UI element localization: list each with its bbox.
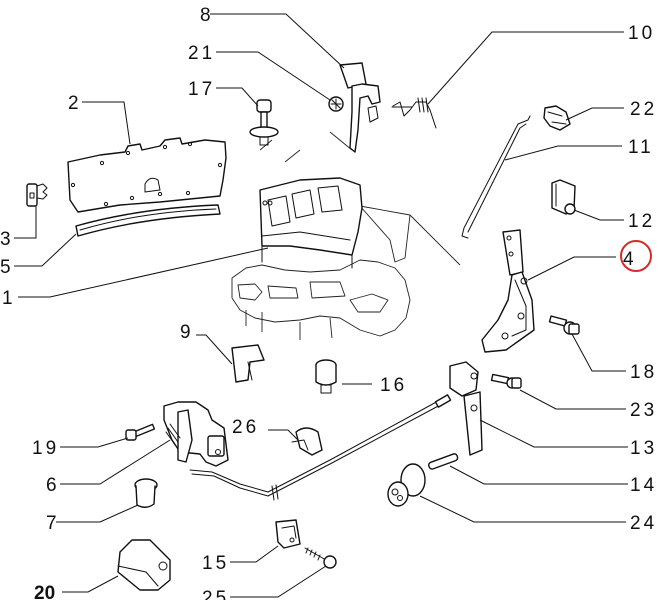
part-push-clip[interactable] <box>26 183 48 207</box>
part-hinge-bolt[interactable] <box>548 315 580 335</box>
part-release-knob[interactable] <box>387 463 426 507</box>
part-retaining-washer[interactable] <box>328 96 344 112</box>
leader-19 <box>60 437 129 448</box>
callout-10[interactable]: 10 <box>628 23 655 44</box>
part-pin[interactable] <box>428 453 459 470</box>
highlight-ring <box>620 240 652 272</box>
leader-12 <box>573 209 624 221</box>
part-striker-pin[interactable] <box>249 99 279 146</box>
leader-5 <box>14 233 77 267</box>
part-rubber-buffer[interactable] <box>315 359 337 394</box>
leader-24 <box>419 495 626 523</box>
part-bracket-bolt[interactable] <box>490 373 522 389</box>
leader-10 <box>427 31 624 105</box>
callout-20[interactable]: 20 <box>34 583 55 600</box>
part-lock-bolt[interactable] <box>125 423 156 441</box>
leader-25 <box>230 565 327 598</box>
callout-24[interactable]: 24 <box>630 513 657 534</box>
callout-22[interactable]: 22 <box>630 99 657 120</box>
leader-9 <box>196 334 233 365</box>
callout-21[interactable]: 21 <box>188 43 215 64</box>
callout-18[interactable]: 18 <box>630 362 657 383</box>
leader-20 <box>62 575 119 593</box>
callout-15[interactable]: 15 <box>202 553 229 574</box>
leader-lines <box>14 13 628 598</box>
part-bracket[interactable] <box>231 344 265 383</box>
callout-labels: 1 2 3 4 5 6 7 8 9 10 11 12 13 14 15 16 1… <box>0 5 657 600</box>
leader-18 <box>571 333 626 372</box>
callout-26[interactable]: 26 <box>232 417 259 438</box>
leader-11 <box>504 145 622 161</box>
callout-13[interactable]: 13 <box>630 438 657 459</box>
callout-19[interactable]: 19 <box>32 438 59 459</box>
callout-3[interactable]: 3 <box>0 229 14 250</box>
leader-21 <box>216 51 331 101</box>
leader-7 <box>56 504 139 523</box>
callout-9[interactable]: 9 <box>180 322 194 343</box>
part-catch-spring[interactable] <box>391 97 437 129</box>
callout-2[interactable]: 2 <box>68 93 82 114</box>
callout-16[interactable]: 16 <box>380 375 407 396</box>
callout-17[interactable]: 17 <box>188 79 215 100</box>
callout-5[interactable]: 5 <box>0 257 14 278</box>
leader-1 <box>18 247 269 298</box>
callout-11[interactable]: 11 <box>628 137 654 158</box>
release-cable <box>189 399 443 501</box>
callout-25[interactable]: 25 <box>202 588 229 600</box>
part-release-lever-bracket[interactable] <box>434 361 483 456</box>
callout-12[interactable]: 12 <box>628 211 655 232</box>
part-cable-guide-clip[interactable] <box>291 427 323 456</box>
leader-4 <box>527 256 616 281</box>
part-bonnet-stay-rod[interactable] <box>461 115 531 239</box>
part-cable-clip[interactable] <box>275 519 301 549</box>
callout-7[interactable]: 7 <box>46 513 60 534</box>
part-rod-clip[interactable] <box>543 105 571 131</box>
part-bonnet-hinge[interactable] <box>481 229 535 353</box>
part-bonnet-panel[interactable] <box>259 177 363 269</box>
part-insulation-pad[interactable] <box>67 137 227 213</box>
leader-8 <box>210 13 345 69</box>
part-bonnet-lock[interactable] <box>163 401 229 467</box>
leader-23 <box>519 389 626 410</box>
leader-15 <box>230 545 279 563</box>
callout-1[interactable]: 1 <box>2 288 16 309</box>
callout-14[interactable]: 14 <box>630 475 657 496</box>
leader-26 <box>268 429 299 441</box>
leader-22 <box>565 107 624 121</box>
part-seal-strip[interactable] <box>75 204 221 237</box>
callout-6[interactable]: 6 <box>46 475 60 496</box>
car-body-outline <box>231 131 461 340</box>
callout-8[interactable]: 8 <box>200 5 214 26</box>
part-lock-cover[interactable] <box>117 539 171 591</box>
leader-2 <box>82 101 131 145</box>
leader-14 <box>449 465 628 485</box>
callout-4[interactable]: 4 <box>623 249 637 270</box>
part-self-tapping-screw[interactable] <box>304 547 337 569</box>
leader-3 <box>14 206 37 239</box>
callout-23[interactable]: 23 <box>630 400 657 421</box>
part-safety-catch-lever[interactable] <box>339 62 381 153</box>
part-grommet[interactable] <box>134 478 158 508</box>
part-stay-rod-clip[interactable] <box>551 179 576 215</box>
leader-17 <box>216 87 259 107</box>
leader-13 <box>479 419 628 448</box>
leader-6 <box>60 439 171 485</box>
